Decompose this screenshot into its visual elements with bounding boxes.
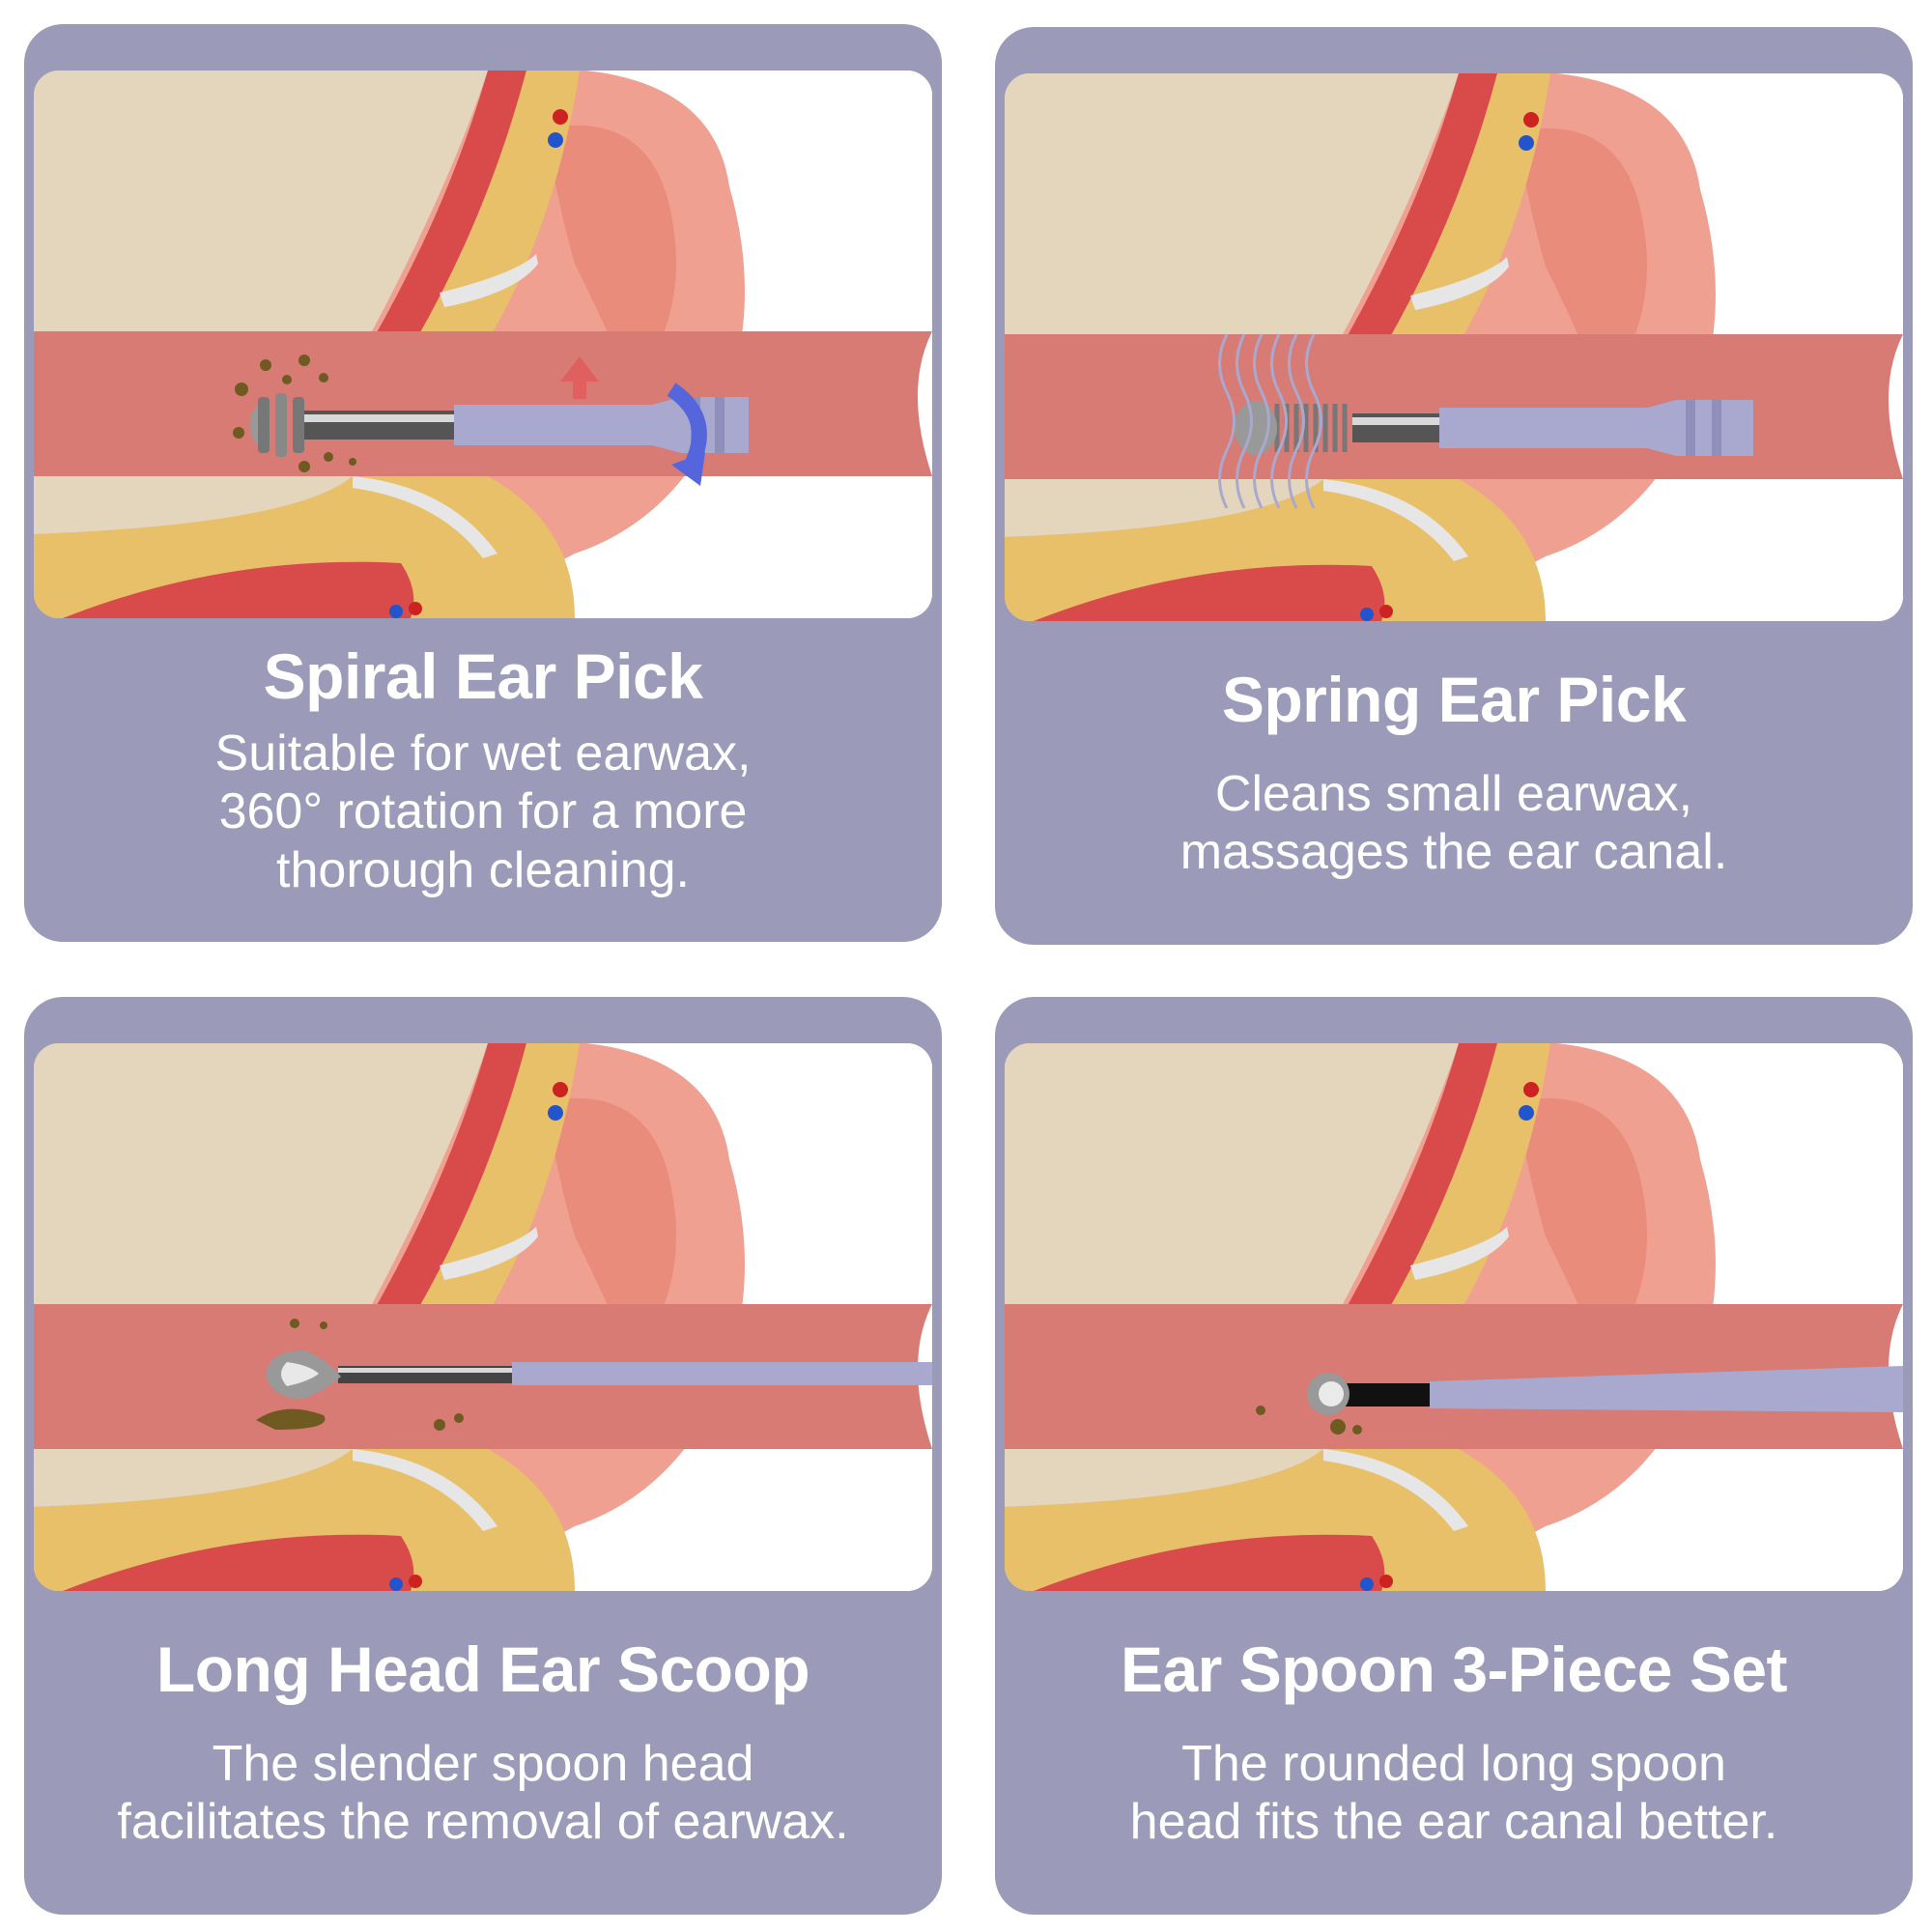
anatomy-shape bbox=[372, 1043, 526, 1314]
anatomy-shape bbox=[1034, 564, 1385, 621]
anatomy-shape bbox=[409, 1575, 422, 1588]
ear-canal-illustration bbox=[34, 1043, 932, 1591]
anatomy-shape bbox=[1386, 73, 1550, 344]
anatomy-shape bbox=[440, 1227, 538, 1280]
anatomy-shape bbox=[409, 602, 422, 615]
anatomy-shape bbox=[1379, 1575, 1393, 1588]
anatomy-shape bbox=[34, 1449, 353, 1507]
anatomy-shape bbox=[415, 71, 580, 341]
anatomy-shape bbox=[548, 1105, 563, 1121]
ear-anatomy-diagram bbox=[1005, 73, 1903, 621]
anatomy-shape bbox=[1005, 479, 1323, 537]
anatomy-shape bbox=[1523, 1082, 1539, 1097]
anatomy-shape bbox=[553, 1082, 568, 1097]
anatomy-shape bbox=[1005, 334, 1903, 479]
anatomy-shape bbox=[1379, 605, 1393, 618]
anatomy-shape bbox=[1517, 128, 1647, 392]
card-caption: Ear Spoon 3-Piece Set The rounded long s… bbox=[1014, 1591, 1893, 1895]
card-title: Long Head Ear Scoop bbox=[156, 1634, 810, 1706]
card-caption: Spiral Ear Pick Suitable for wet earwax,… bbox=[43, 618, 923, 923]
card-title: Spring Ear Pick bbox=[1221, 664, 1687, 736]
ear-anatomy-diagram bbox=[34, 71, 932, 618]
ear-spoon-tool bbox=[1256, 1366, 1903, 1435]
anatomy-shape bbox=[34, 1043, 488, 1304]
card-description: The rounded long spoon head fits the ear… bbox=[1129, 1736, 1778, 1851]
card-description: The slender spoon head facilitates the r… bbox=[117, 1736, 849, 1851]
card-description: Cleans small earwax, massages the ear ca… bbox=[1179, 766, 1728, 881]
anatomy-shape bbox=[1323, 1449, 1468, 1531]
anatomy-shape bbox=[1519, 135, 1534, 151]
vibration-waves-icon bbox=[1218, 333, 1322, 509]
product-card-spiral-ear-pick: Spiral Ear Pick Suitable for wet earwax,… bbox=[24, 24, 942, 942]
anatomy-shape bbox=[1343, 73, 1497, 344]
anatomy-shape bbox=[34, 476, 353, 534]
anatomy-shape bbox=[1523, 112, 1539, 128]
anatomy-shape bbox=[63, 1534, 414, 1591]
anatomy-shape bbox=[372, 71, 526, 341]
anatomy-shape bbox=[1386, 1043, 1550, 1314]
product-card-long-head-ear-scoop: Long Head Ear Scoop The slender spoon he… bbox=[24, 997, 942, 1915]
anatomy-shape bbox=[1005, 73, 1459, 334]
ear-canal-illustration bbox=[1005, 73, 1903, 621]
anatomy-shape bbox=[63, 561, 414, 618]
anatomy-shape bbox=[1410, 1227, 1509, 1280]
anatomy-shape bbox=[1323, 479, 1468, 561]
anatomy-shape bbox=[353, 476, 497, 558]
anatomy-shape bbox=[440, 254, 538, 307]
anatomy-shape bbox=[1005, 1304, 1903, 1449]
ear-canal-illustration bbox=[34, 71, 932, 618]
anatomy-shape bbox=[1410, 257, 1509, 310]
card-description: Suitable for wet earwax, 360° rotation f… bbox=[214, 724, 752, 898]
card-title: Ear Spoon 3-Piece Set bbox=[1120, 1634, 1788, 1706]
anatomy-shape bbox=[1360, 1577, 1374, 1591]
anatomy-shape bbox=[389, 605, 403, 618]
anatomy-shape bbox=[548, 132, 563, 148]
rotation-arrow-icon bbox=[560, 356, 707, 486]
anatomy-shape bbox=[34, 71, 488, 331]
anatomy-shape bbox=[1005, 1449, 1323, 1507]
anatomy-shape bbox=[415, 1043, 580, 1314]
long-head-ear-scoop-tool bbox=[256, 1319, 932, 1431]
card-caption: Long Head Ear Scoop The slender spoon he… bbox=[43, 1591, 923, 1895]
product-card-spring-ear-pick: Spring Ear Pick Cleans small earwax, mas… bbox=[995, 27, 1913, 945]
anatomy-shape bbox=[1034, 1534, 1385, 1591]
anatomy-shape bbox=[553, 109, 568, 125]
ear-anatomy-diagram bbox=[34, 1043, 932, 1591]
anatomy-shape bbox=[546, 125, 676, 389]
product-card-ear-spoon-3-piece-set: Ear Spoon 3-Piece Set The rounded long s… bbox=[995, 997, 1913, 1915]
anatomy-shape bbox=[1360, 608, 1374, 621]
ear-anatomy-diagram bbox=[1005, 1043, 1903, 1591]
anatomy-shape bbox=[1343, 1043, 1497, 1314]
anatomy-shape bbox=[353, 1449, 497, 1531]
spiral-ear-pick-tool bbox=[233, 355, 749, 472]
anatomy-shape bbox=[34, 331, 932, 476]
anatomy-shape bbox=[546, 1097, 676, 1362]
anatomy-shape bbox=[389, 1577, 403, 1591]
ear-canal-illustration bbox=[1005, 1043, 1903, 1591]
anatomy-shape bbox=[1005, 1043, 1459, 1304]
anatomy-shape bbox=[1517, 1097, 1647, 1362]
card-caption: Spring Ear Pick Cleans small earwax, mas… bbox=[1014, 621, 1893, 925]
card-title: Spiral Ear Pick bbox=[263, 640, 703, 713]
anatomy-shape bbox=[1519, 1105, 1534, 1121]
